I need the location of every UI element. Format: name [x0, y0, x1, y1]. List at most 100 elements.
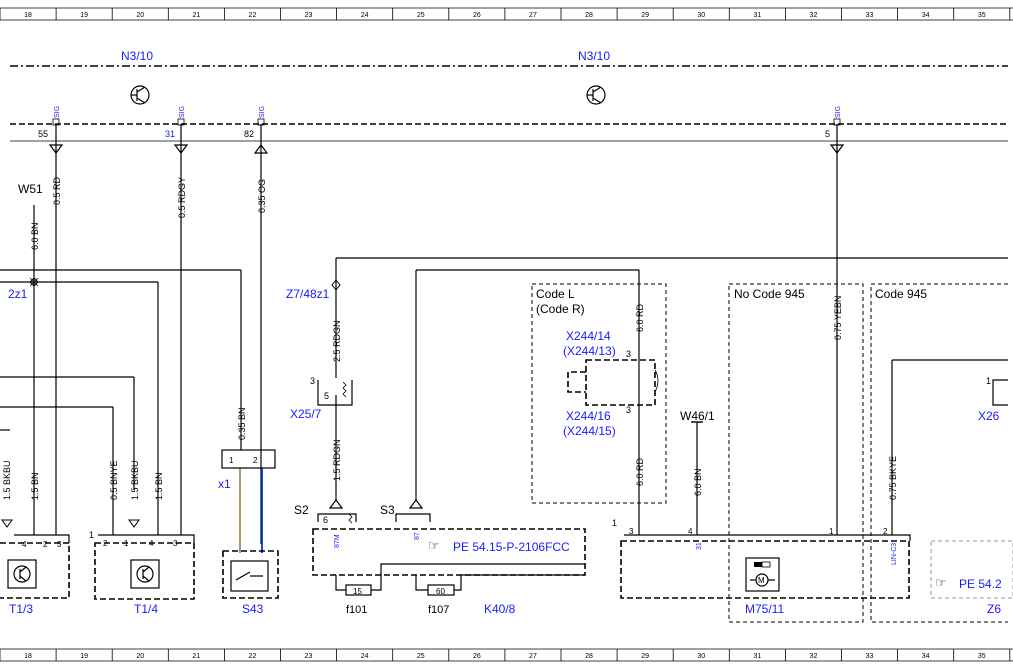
grid-column-label-top: 34	[922, 12, 930, 19]
label-x244-13: (X244/13)	[563, 344, 616, 358]
wire-label: 1.5 BKBU	[2, 460, 12, 500]
grid-column-label-bottom: 35	[978, 653, 986, 660]
no-code-945-label: No Code 945	[734, 287, 805, 301]
svg-text:3: 3	[57, 540, 62, 549]
svg-text:1: 1	[612, 518, 617, 528]
svg-text:3: 3	[626, 405, 631, 415]
wire-label: 1.5 RDGN	[332, 439, 342, 481]
x244-connector: 3 3	[567, 349, 659, 415]
splice-icon	[29, 277, 39, 287]
label-s2: S2	[294, 503, 309, 517]
label-x244-15: (X244/15)	[563, 424, 616, 438]
reference-icon: ☞	[428, 538, 440, 553]
svg-text:3: 3	[626, 349, 631, 359]
svg-text:3: 3	[629, 527, 634, 536]
splice-icon	[331, 279, 341, 291]
grid-column-label-top: 32	[810, 12, 818, 19]
grid-column-label-bottom: 26	[473, 653, 481, 660]
grid-column-label-top: 22	[249, 12, 257, 19]
signal-pin-5: SIG 5	[825, 106, 842, 139]
n3-label-left: N3/10	[121, 49, 153, 63]
x1-connector: 1 2	[221, 449, 276, 469]
wire-label: 0.5 BNYE	[109, 460, 119, 500]
s43-switch: S43	[222, 550, 279, 616]
grid-column-label-top: 28	[585, 12, 593, 19]
svg-text:SIG: SIG	[259, 106, 266, 118]
no-code-945-box	[728, 283, 864, 623]
label-w46: W46/1	[680, 409, 715, 423]
grid-column-label-bottom: 23	[305, 653, 313, 660]
wire-label: 2.5 RDGN	[332, 320, 342, 362]
wire-label: 1.5 BN	[30, 472, 40, 500]
wire-label: 1.5 BKBU	[130, 460, 140, 500]
n3-label-right: N3/10	[578, 49, 610, 63]
grid-column-label-bottom: 18	[24, 653, 32, 660]
grid-column-label-bottom: 31	[753, 653, 761, 660]
transistor-icon	[586, 85, 606, 105]
x26-connector	[992, 379, 1008, 406]
svg-text:15: 15	[353, 587, 362, 596]
svg-text:31: 31	[165, 129, 175, 139]
label-s43: S43	[242, 602, 264, 616]
svg-text:4: 4	[22, 540, 27, 549]
svg-text:2: 2	[103, 539, 108, 548]
label-t13: T1/3	[9, 602, 33, 616]
label-x244-16: X244/16	[566, 409, 611, 423]
svg-text:6: 6	[323, 515, 328, 525]
label-f107: f107	[428, 604, 449, 616]
grid-column-label-bottom: 21	[192, 653, 200, 660]
grid-column-label-bottom: 30	[697, 653, 705, 660]
grid-column-label-top: 21	[192, 12, 200, 19]
grid-column-label-bottom: 32	[810, 653, 818, 660]
svg-text:87: 87	[414, 532, 421, 540]
k40-8-module: 6 87M 87 ☞ PE 54.15-P-2106FCC 15 60 f101…	[312, 499, 586, 616]
label-z7: Z7/48z1	[286, 287, 330, 301]
label-pe1: PE 54.15-P-2106FCC	[453, 540, 570, 554]
grid-column-label-bottom: 25	[417, 653, 425, 660]
svg-text:60: 60	[436, 587, 445, 596]
label-x1: x1	[218, 477, 231, 491]
label-x26: X26	[978, 409, 1000, 423]
grid-column-label-top: 24	[361, 12, 369, 19]
wire-label: 0.5 RD	[52, 176, 62, 205]
grid-column-label-top: 29	[641, 12, 649, 19]
label-f101: f101	[346, 604, 367, 616]
label-z6: Z6	[987, 602, 1001, 616]
grid-column-label-bottom: 19	[80, 653, 88, 660]
label-x25: X25/7	[290, 407, 322, 421]
label-m75: M75/11	[745, 602, 784, 616]
wire-label: 0.35 OG	[257, 179, 267, 213]
grid-column-label-top: 23	[305, 12, 313, 19]
svg-text:82: 82	[244, 129, 254, 139]
svg-text:2: 2	[43, 540, 48, 549]
svg-text:LIN-C3: LIN-C3	[891, 543, 898, 565]
label-pe2: PE 54.2	[959, 577, 1002, 591]
x25-connector: 3 5	[310, 376, 353, 406]
svg-text:1: 1	[124, 539, 129, 548]
code-945-label: Code 945	[875, 287, 927, 301]
label-x244-14: X244/14	[566, 329, 611, 343]
svg-text:SIG: SIG	[179, 106, 186, 118]
code-l-label: Code L	[536, 287, 575, 301]
grid-column-label-top: 30	[697, 12, 705, 19]
wire-label: 0.35 BN	[237, 407, 247, 440]
grid-column-label-top: 20	[136, 12, 144, 19]
wire-label: 6.0 RD	[635, 457, 645, 486]
svg-text:4: 4	[688, 527, 693, 536]
label-w51: W51	[18, 182, 43, 196]
grid-column-label-bottom: 24	[361, 653, 369, 660]
wire-network	[0, 124, 1008, 544]
svg-text:5: 5	[324, 391, 329, 401]
svg-text:3: 3	[173, 539, 178, 548]
grid-column-label-bottom: 28	[585, 653, 593, 660]
grid-column-label-bottom: 33	[866, 653, 874, 660]
t1-module-left: 4 2 3 T1/3	[0, 519, 70, 616]
signal-pin-31: SIG 31	[165, 106, 186, 139]
svg-text:31: 31	[696, 542, 703, 550]
t1-4-module: 1 2 1 4 3 T1/4	[89, 519, 195, 616]
grid-column-label-top: 26	[473, 12, 481, 19]
svg-text:1: 1	[986, 376, 991, 386]
wire-label: 6.0 RD	[635, 303, 645, 332]
svg-text:1: 1	[89, 530, 94, 540]
